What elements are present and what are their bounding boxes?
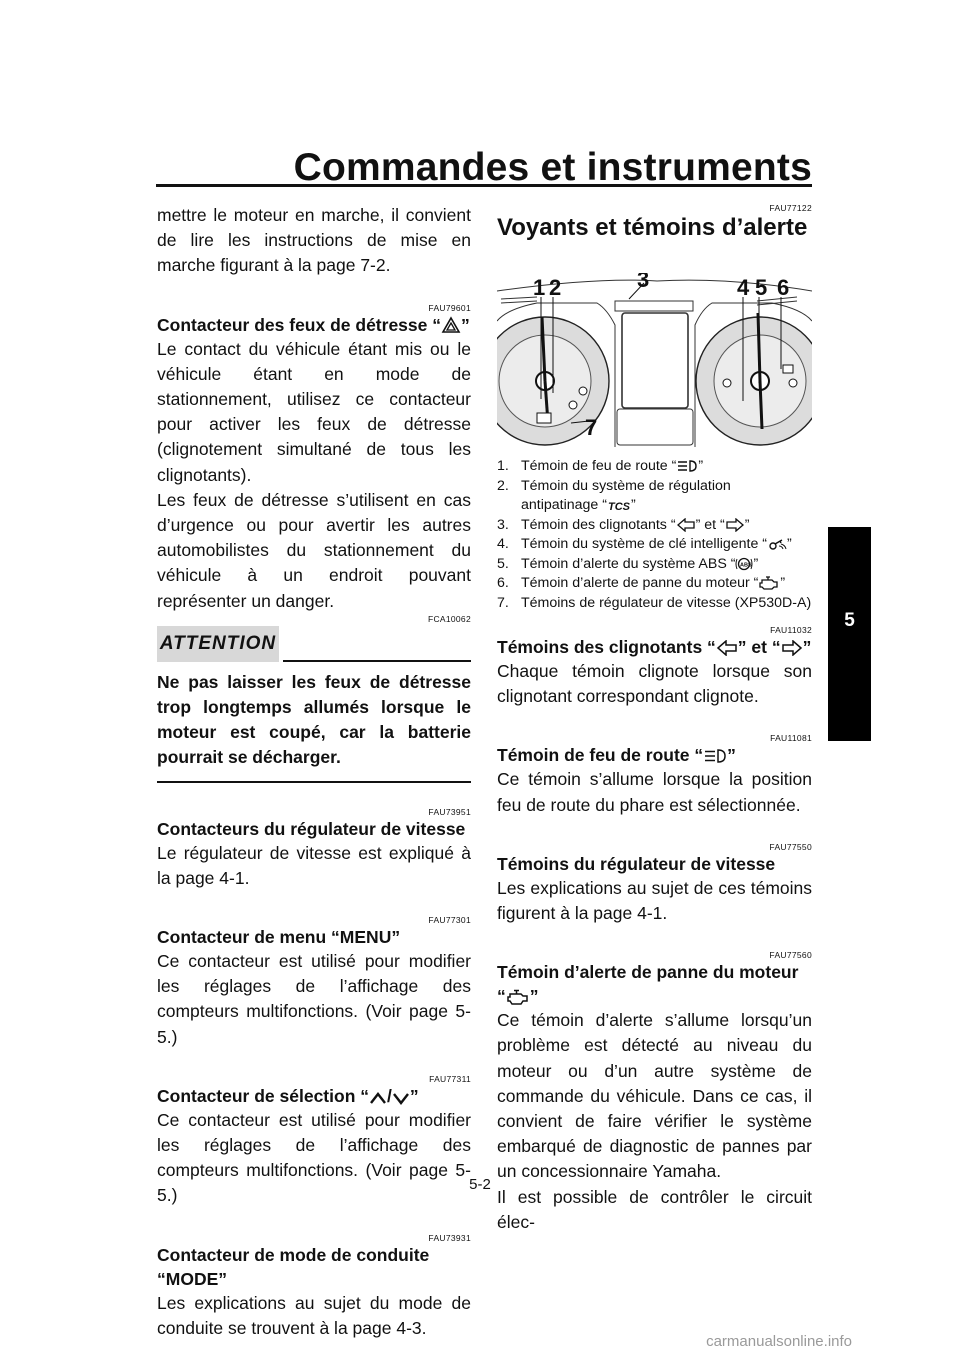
high-beam-heading: Témoin de feu de route “” [497,745,736,766]
hazard-switch-heading: Contacteur des feux de détresse “” [157,314,470,335]
section-code: FAU73931 [428,1232,471,1243]
title-rule [156,184,812,187]
callout-3: 3 [637,273,649,292]
turn-left-icon [676,517,695,532]
engine-warning-icon [507,989,528,1005]
chapter-number: 5 [844,610,855,631]
drive-mode-heading-line1: Contacteur de mode de conduite [157,1244,430,1265]
turn-right-icon [726,517,744,532]
legend-item: 6. Témoin d’alerte de panne du moteur “” [497,575,786,591]
cruise-indicator-heading: Témoins du régulateur de vitesse [497,853,776,874]
instrument-cluster-diagram: 1 2 3 4 5 6 7 [497,273,812,447]
callout-7: 7 [585,415,597,440]
section-code: FAU77550 [769,841,812,852]
callout-6: 6 [777,275,789,300]
section-code: FAU77560 [769,950,812,961]
hazard-paragraph-2: Les feux de détresse s’utilisent en cas … [157,489,471,611]
turn-right-icon [781,640,802,656]
chevron-down-icon [392,1093,409,1105]
legend-item: 7. Témoins de régulateur de vitesse (XP5… [497,594,812,611]
attention-code: FCA10062 [427,613,471,624]
legend-item: 4. Témoin du système de clé intelligente… [497,536,792,552]
attention-header: ATTENTION [157,625,471,670]
abs-warning-icon: ABS [735,557,753,570]
engine-warning-paragraph-1: Ce témoin d’alerte s’allume lorsqu’un pr… [497,1010,812,1182]
section-code: FAU77122 [769,203,812,213]
hazard-icon [441,315,461,333]
diagram-legend: 1. Témoin de feu de route “” 2. Témoin d… [497,457,812,613]
engine-warning-heading-line2: “” [497,986,539,1007]
attention-rule [283,659,471,662]
legend-item: 1. Témoin de feu de route “” [497,458,704,474]
turn-left-icon [716,640,737,656]
attention-bottom-rule [157,780,471,783]
page-title: Commandes et instruments [293,146,812,189]
drive-mode-paragraph: Les explications au sujet du mode de con… [157,1292,471,1338]
engine-warning-icon [759,576,779,590]
section-code: FAU79601 [428,302,471,313]
high-beam-paragraph: Ce témoin s’allume lorsque la position f… [497,769,812,815]
legend-item: 3. Témoin des clignotants “” et “” [497,516,750,533]
turn-signal-paragraph: Chaque témoin clignote lorsque son clign… [497,661,812,707]
indicators-heading: Voyants et témoins d’alerte [497,214,808,241]
legend-item: 2. Témoin du système de régulation antip… [497,477,731,514]
high-beam-icon [678,460,698,472]
cruise-switch-heading: Contacteurs du régulateur de vitesse [157,818,466,839]
callout-2: 2 [549,275,561,300]
section-code: FAU77301 [428,915,471,926]
smart-key-icon [769,539,787,550]
select-switch-heading: Contacteur de sélection “/” [157,1085,419,1106]
attention-text: Ne pas laisser les feux de détresse trop… [157,671,471,768]
callout-5: 5 [755,275,767,300]
attention-label: ATTENTION [157,625,279,662]
section-code: FAU73951 [428,806,471,817]
legend-item: 5. Témoin d’alerte du système ABS “ABS” [497,555,759,572]
page-number: 5-2 [469,1176,491,1193]
drive-mode-heading-line2: “MODE” [157,1268,227,1289]
hazard-paragraph-1: Le contact du véhicule étant mis ou le v… [157,338,471,485]
tachometer-dial [695,312,812,446]
left-column: mettre le moteur en marche, il convient … [157,203,471,1341]
svg-text:ABS: ABS [740,562,752,568]
section-code: FAU77311 [429,1073,471,1084]
menu-switch-heading: Contacteur de menu “MENU” [157,927,401,948]
chapter-tab: 5 [828,527,871,741]
cruise-switch-paragraph: Le régulateur de vitesse est expliqué à … [157,842,471,888]
svg-text:TCS: TCS [608,501,631,512]
engine-warning-paragraph-2: Il est possible de contrôler le circuit … [497,1186,812,1232]
traction-control-icon: TCS [608,501,631,512]
turn-signal-heading: Témoins des clignotants “” et “” [497,637,812,657]
cruise-indicator-paragraph: Les explications au sujet de ces témoins… [497,877,812,924]
callout-4: 4 [737,275,750,300]
callout-1: 1 [533,275,545,300]
section-code: FAU11081 [770,733,812,744]
menu-switch-paragraph: Ce contacteur est utilisé pour modifier … [157,951,471,1047]
select-switch-paragraph: Ce contacteur est utilisé pour modifier … [157,1109,471,1206]
high-beam-icon [705,749,726,764]
section-code: FAU11032 [770,625,812,635]
right-column: FAU77122 Voyants et témoins d’alerte [497,203,812,1235]
chevron-up-icon [370,1091,386,1104]
watermark: carmanualsonline.info [706,1333,852,1350]
engine-warning-heading-line1: Témoin d’alerte de panne du moteur [497,962,799,983]
intro-paragraph: mettre le moteur en marche, il convient … [157,205,471,276]
